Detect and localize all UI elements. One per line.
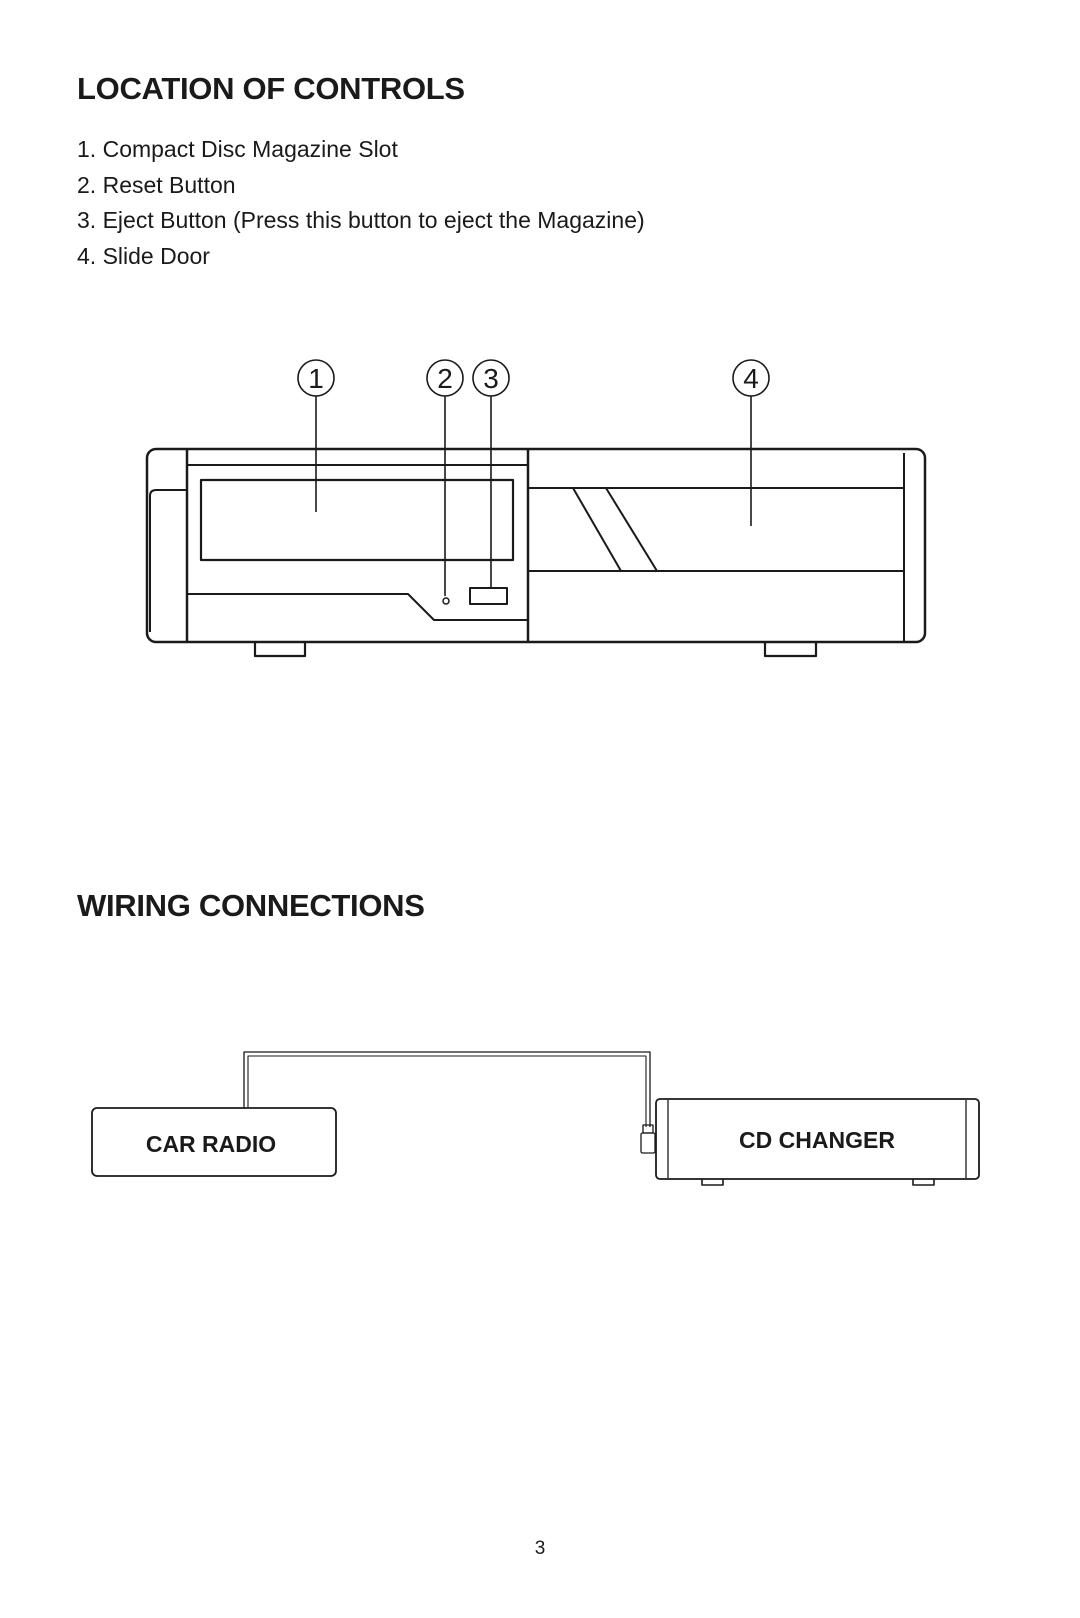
cd-changer-box [655,1098,980,1180]
controls-list-item: 3. Eject Button (Press this button to ej… [77,203,645,239]
callout-4: 4 [732,359,770,397]
wiring-diagram: CAR RADIO CD CHANGER [91,1051,980,1186]
eject-button [469,587,508,605]
controls-list-item: 4. Slide Door [77,239,645,275]
controls-list: 1. Compact Disc Magazine Slot 2. Reset B… [77,132,645,274]
callout-2: 2 [426,359,464,397]
cd-changer-front-diagram: 1 2 3 4 [145,359,927,658]
leader-lines [315,396,752,596]
controls-list-item: 2. Reset Button [77,168,645,204]
controls-list-item: 1. Compact Disc Magazine Slot [77,132,645,168]
item-label: Compact Disc Magazine Slot [102,136,398,162]
item-label: Slide Door [102,242,210,269]
callout-3: 3 [472,359,510,397]
cable-plug [642,1124,654,1134]
item-number: 3. [77,207,97,233]
item-number: 4. [77,242,97,269]
callout-1: 1 [297,359,335,397]
svg-text:2: 2 [437,363,453,394]
car-radio-label: CAR RADIO [146,1131,276,1157]
section-heading-location-of-controls: LOCATION OF CONTROLS [77,71,465,106]
svg-text:3: 3 [483,363,499,394]
changer-body [145,447,927,644]
magazine-slot [199,478,515,562]
foot [763,642,818,658]
page-number: 3 [534,1538,546,1559]
item-label: Eject Button (Press this button to eject… [102,207,645,233]
item-number: 1. [77,136,97,162]
connection-cable [243,1051,651,1127]
section-heading-wiring-connections: WIRING CONNECTIONS [77,888,425,923]
cd-changer-label: CD CHANGER [739,1127,895,1153]
svg-text:1: 1 [308,363,324,394]
item-label: Reset Button [102,171,236,198]
car-radio-box [91,1107,337,1177]
item-number: 2. [77,171,97,198]
foot [912,1179,935,1186]
svg-text:4: 4 [743,363,759,394]
reset-button [442,597,450,605]
foot [701,1179,724,1186]
foot [253,642,307,658]
